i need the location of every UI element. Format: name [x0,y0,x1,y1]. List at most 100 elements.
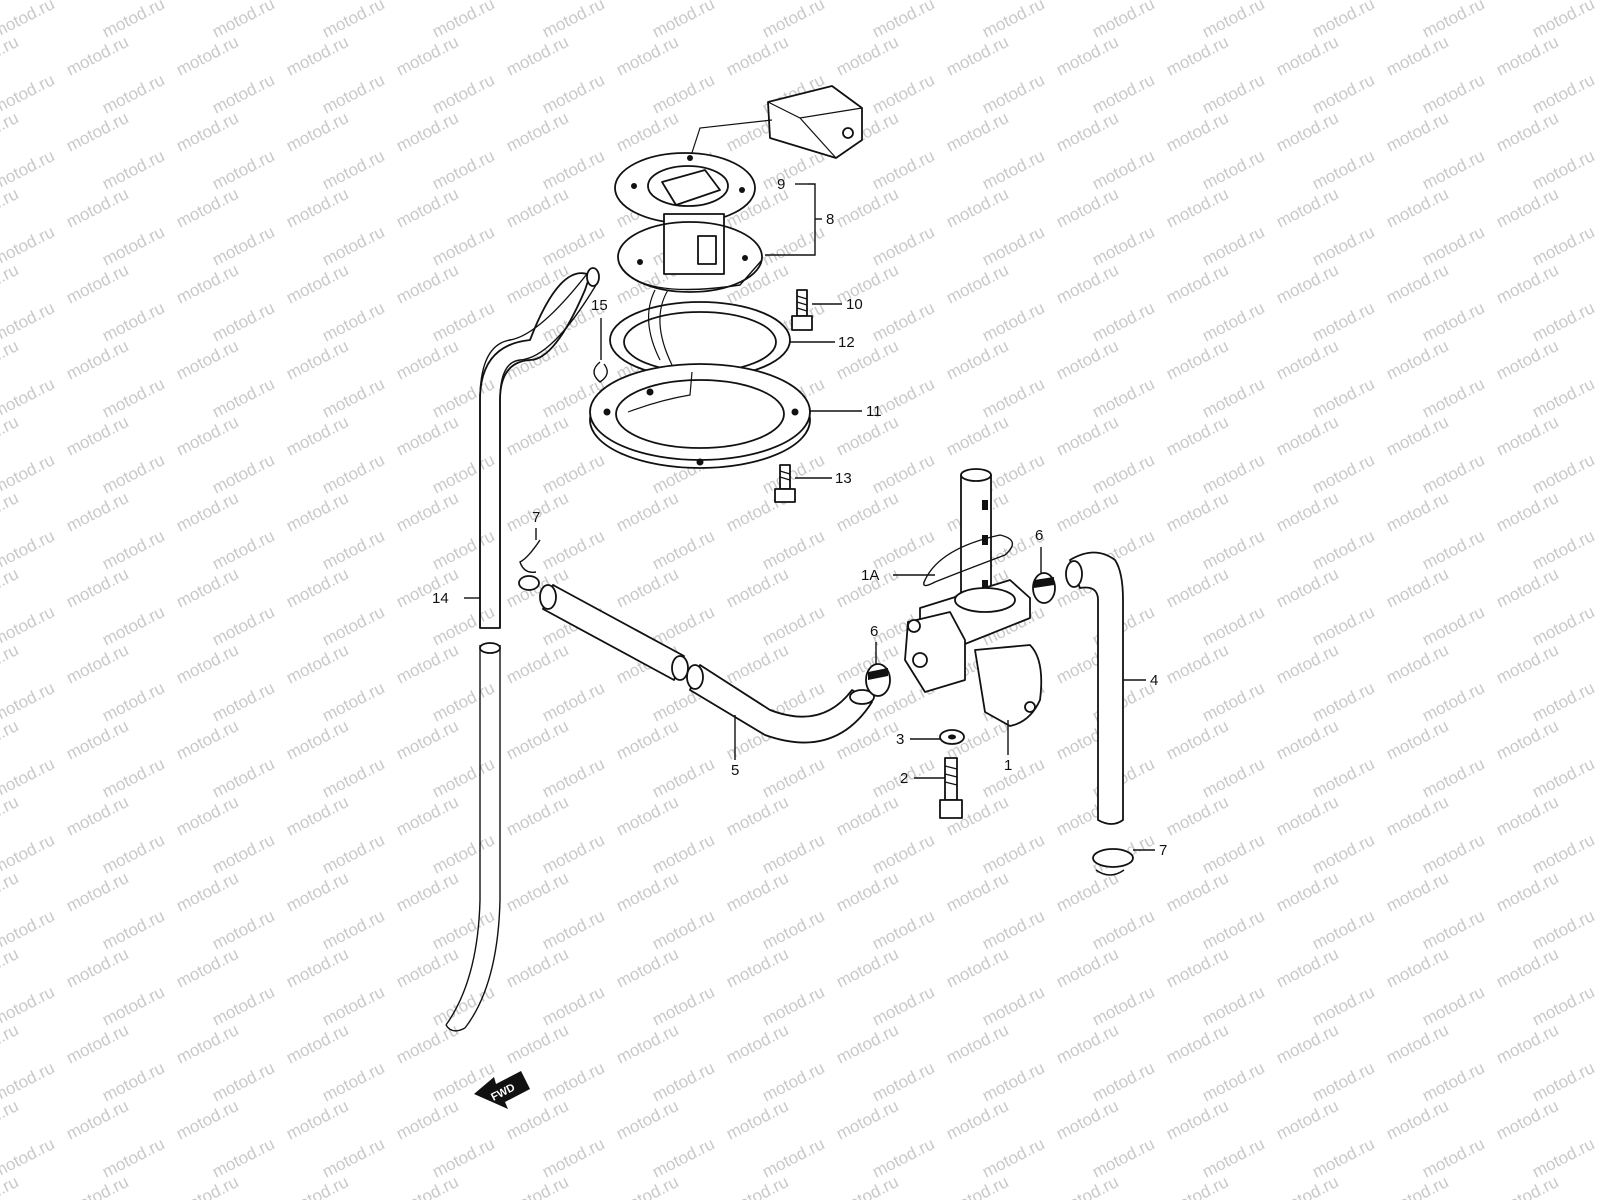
callout-14: 14 [432,590,449,607]
watermark-text: motod.ru [63,868,131,915]
watermark-text: motod.ru [1529,754,1597,801]
watermark-text: motod.ru [1309,146,1377,193]
watermark-text: motod.ru [1199,982,1267,1029]
watermark-text: motod.ru [539,1058,607,1105]
watermark-text: motod.ru [833,32,901,79]
watermark-text: motod.ru [1419,906,1487,953]
watermark-text: motod.ru [1199,830,1267,877]
watermark-text: motod.ru [1309,602,1377,649]
watermark-text: motod.ru [613,868,681,915]
watermark-text: motod.ru [99,754,167,801]
watermark-text: motod.ru [833,260,901,307]
watermark-text: motod.ru [393,488,461,535]
watermark-text: motod.ru [649,830,717,877]
watermark-text: motod.ru [209,222,277,269]
watermark-text: motod.ru [429,0,497,42]
watermark-text: motod.ru [99,374,167,421]
watermark-text: motod.ru [613,1096,681,1143]
watermark-text: motod.ru [1419,982,1487,1029]
watermark-text: motod.ru [283,108,351,155]
watermark-text: motod.ru [1493,716,1561,763]
watermark-text: motod.ru [283,1020,351,1067]
watermark-text: motod.ru [943,108,1011,155]
watermark-text: motod.ru [1089,374,1157,421]
watermark-text: motod.ru [1529,450,1597,497]
watermark-text: motod.ru [979,70,1047,117]
callout-11: 11 [866,403,882,420]
watermark-text: motod.ru [1089,0,1157,42]
watermark-text: motod.ru [1163,184,1231,231]
watermark-text: motod.ru [1493,1172,1561,1200]
watermark-text: motod.ru [1309,374,1377,421]
watermark-text: motod.ru [1309,1058,1377,1105]
plate-11 [589,363,811,469]
watermark-text: motod.ru [1419,374,1487,421]
watermark-text: motod.ru [869,982,937,1029]
watermark-text: motod.ru [943,184,1011,231]
watermark-text: motod.ru [723,868,791,915]
watermark-text: motod.ru [1273,1096,1341,1143]
watermark-text: motod.ru [503,944,571,991]
watermark-text: motod.ru [649,1134,717,1181]
watermark-text: motod.ru [1309,906,1377,953]
watermark-text: motod.ru [0,184,22,231]
watermark-text: motod.ru [99,450,167,497]
watermark-text: motod.ru [869,1058,937,1105]
hose-4 [1065,551,1124,825]
watermark-text: motod.ru [209,70,277,117]
watermark-text: motod.ru [1053,260,1121,307]
watermark-text: motod.ru [0,564,22,611]
watermark-text: motod.ru [209,678,277,725]
watermark-text: motod.ru [1199,0,1267,42]
watermark-text: motod.ru [1309,526,1377,573]
watermark-text: motod.ru [283,412,351,459]
watermark-text: motod.ru [63,488,131,535]
watermark-text: motod.ru [539,222,607,269]
watermark-text: motod.ru [173,184,241,231]
watermark-text: motod.ru [429,70,497,117]
watermark-text: motod.ru [649,906,717,953]
watermark-text: motod.ru [173,32,241,79]
watermark-text: motod.ru [833,1020,901,1067]
watermark-text: motod.ru [979,298,1047,345]
watermark-text: motod.ru [99,1134,167,1181]
watermark-text: motod.ru [869,450,937,497]
watermark-text: motod.ru [1493,32,1561,79]
watermark-text: motod.ru [759,1134,827,1181]
watermark-text: motod.ru [723,944,791,991]
callout-3: 3 [896,731,904,748]
watermark-text: motod.ru [1089,70,1157,117]
watermark-text: motod.ru [1493,944,1561,991]
watermark-text: motod.ru [943,0,1011,4]
clamp-6-right [1032,572,1056,604]
watermark-text: motod.ru [429,754,497,801]
watermark-text: motod.ru [1273,184,1341,231]
watermark-text: motod.ru [503,184,571,231]
callout-8: 8 [826,211,834,228]
watermark-text: motod.ru [503,716,571,763]
watermark-text: motod.ru [1199,450,1267,497]
watermark-text: motod.ru [99,602,167,649]
watermark-text: motod.ru [539,450,607,497]
watermark-text: motod.ru [539,526,607,573]
watermark-text: motod.ru [613,32,681,79]
watermark-text: motod.ru [319,754,387,801]
watermark-text: motod.ru [0,108,22,155]
watermark-text: motod.ru [319,526,387,573]
watermark-text: motod.ru [319,374,387,421]
o-ring-1a [923,534,1013,587]
watermark-text: motod.ru [943,868,1011,915]
watermark-text: motod.ru [1383,108,1451,155]
watermark-text: motod.ru [1383,1096,1451,1143]
watermark-text: motod.ru [209,754,277,801]
watermark-text: motod.ru [1529,830,1597,877]
watermark-text: motod.ru [613,488,681,535]
callout-5: 5 [731,762,739,779]
watermark-text: motod.ru [1419,450,1487,497]
callout-15: 15 [591,297,608,314]
watermark-text: motod.ru [1089,982,1157,1029]
watermark-text: motod.ru [1089,1058,1157,1105]
watermark-text: motod.ru [283,944,351,991]
